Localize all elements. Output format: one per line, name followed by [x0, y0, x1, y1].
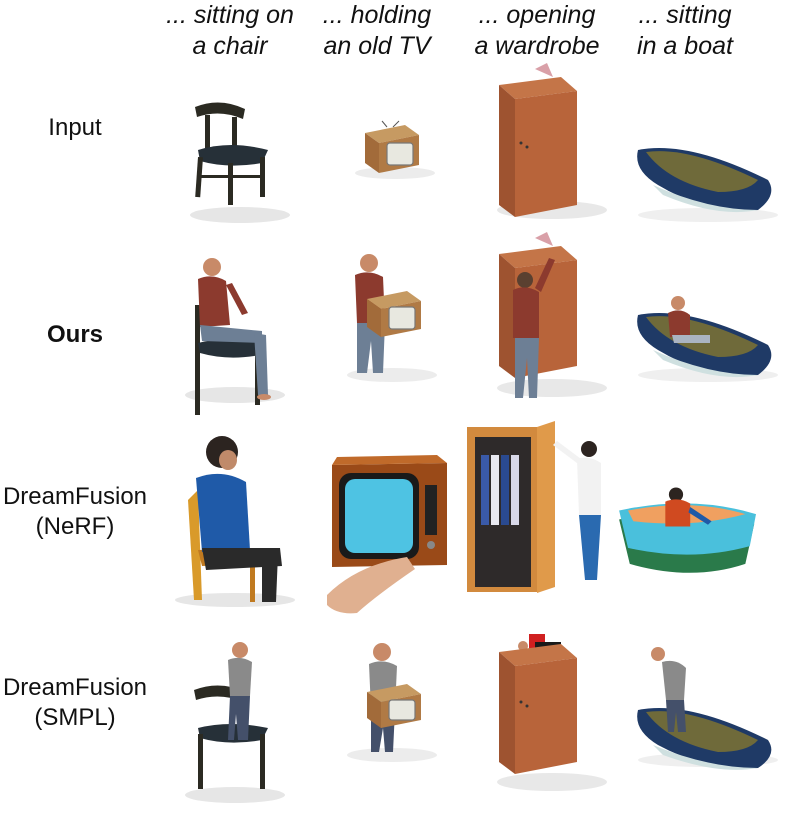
input-tv-image	[297, 95, 457, 275]
dreamfusion-smpl-chair-result	[150, 630, 310, 810]
column-header-wardrobe: ... opening a wardrobe	[474, 1, 600, 60]
dreamfusion-nerf-tv-result	[297, 445, 457, 625]
ours-tv-result	[297, 245, 457, 425]
column-header-chair: ... sitting on a chair	[166, 1, 294, 60]
column-header-boat: ... sitting in a boat	[637, 1, 733, 60]
input-chair-image	[150, 95, 310, 275]
row-label-dreamfusion-smpl: DreamFusion (SMPL)	[2, 674, 148, 731]
row-label-ours: Ours	[46, 321, 103, 348]
input-wardrobe-image	[457, 55, 617, 235]
dreamfusion-smpl-wardrobe-result	[457, 622, 617, 802]
dreamfusion-nerf-boat-result	[612, 465, 772, 645]
input-boat-image	[628, 100, 788, 280]
dreamfusion-smpl-tv-result	[297, 630, 457, 810]
ours-boat-result	[628, 255, 788, 435]
column-header-tv: ... holding an old TV	[322, 1, 432, 60]
row-label-dreamfusion-nerf: DreamFusion (NeRF)	[2, 483, 148, 540]
dreamfusion-nerf-wardrobe-result	[457, 415, 617, 595]
dreamfusion-smpl-boat-result	[628, 640, 788, 820]
dreamfusion-nerf-chair-result	[150, 430, 310, 610]
row-label-input: Input	[48, 114, 102, 141]
ours-chair-result	[150, 245, 310, 425]
ours-wardrobe-result	[457, 228, 617, 408]
